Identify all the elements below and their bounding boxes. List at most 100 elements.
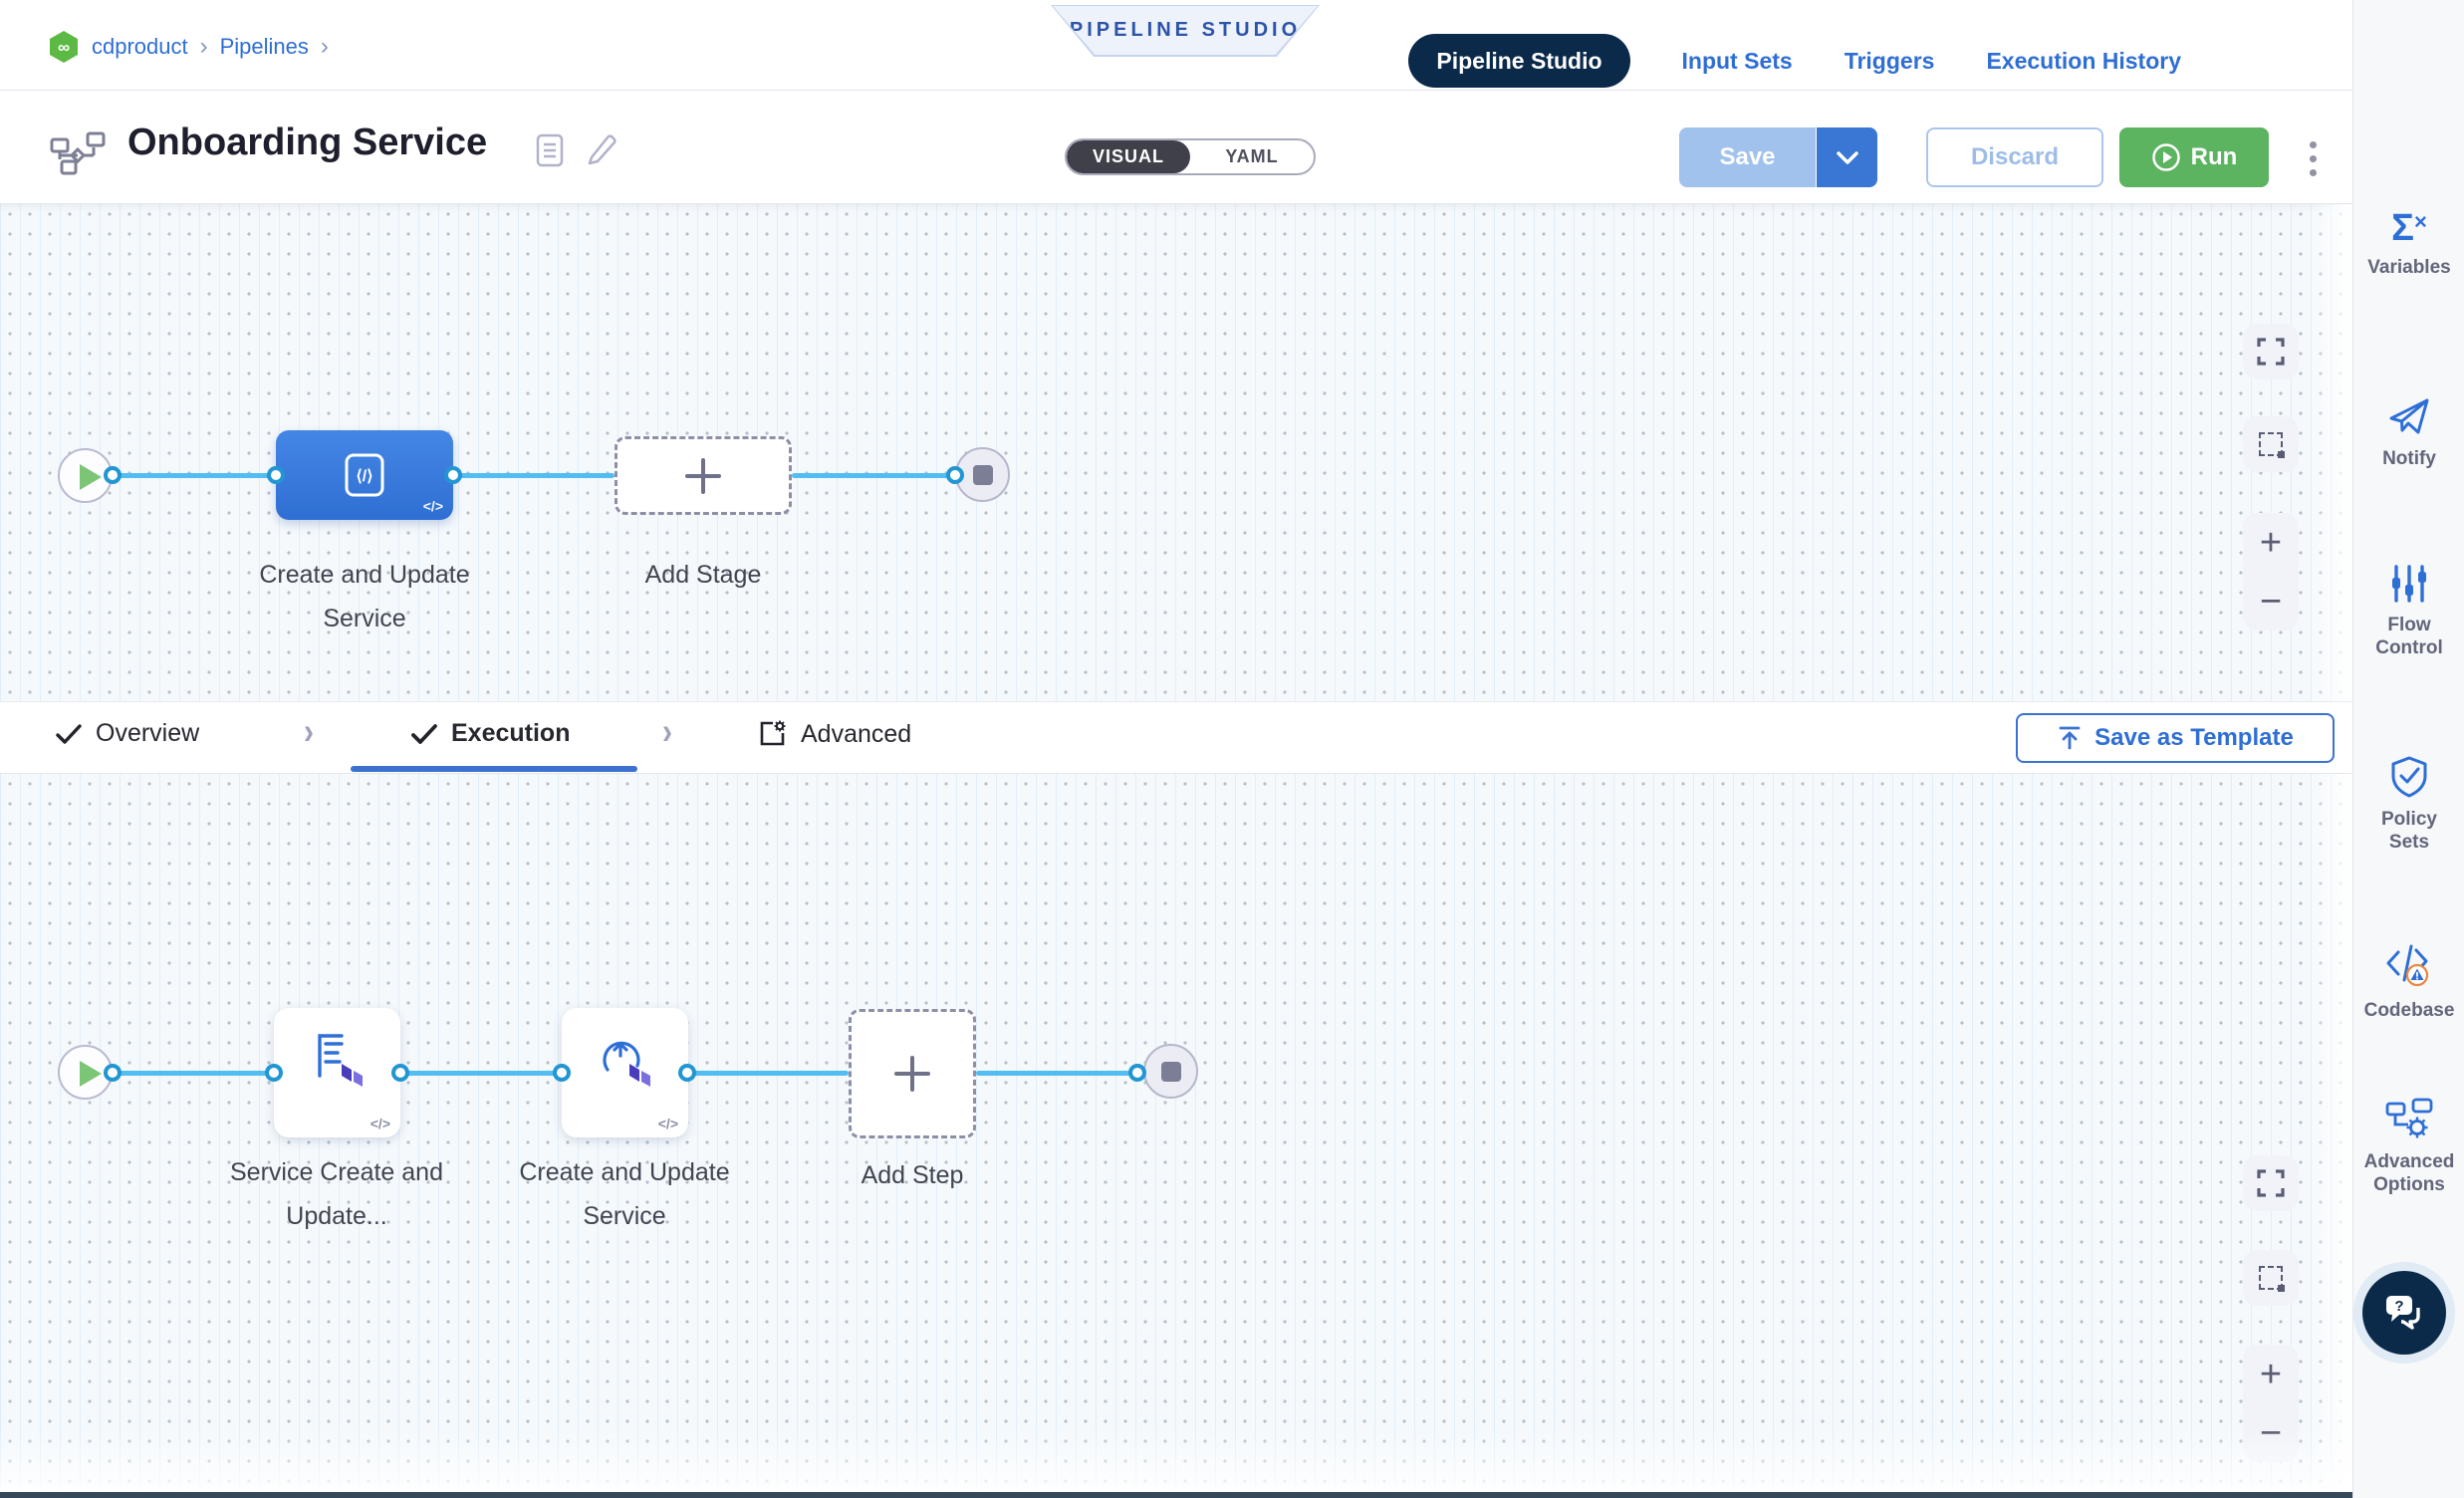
right-toolbar: Σ× Variables Notify Flow Control Policy … [2352,0,2464,1498]
save-button[interactable]: Save [1679,127,1816,187]
chevron-down-icon [1836,150,1858,164]
advanced-options-icon [2385,1098,2433,1138]
check-icon [411,723,437,744]
add-stage-label: Add Stage [644,561,762,589]
toggle-yaml[interactable]: YAML [1225,146,1279,166]
sidebar-item-label: Advanced Options [2363,1151,2455,1195]
sidebar-item-codebase[interactable]: Codebase [2353,944,2464,1022]
canvas-select-button[interactable] [2243,1250,2299,1306]
canvas-zoom-panel: + − [2243,513,2299,630]
start-play-icon [80,1061,102,1087]
canvas-bottom-fade [0,1428,2352,1498]
sidebar-item-flow-control[interactable]: Flow Control [2353,563,2464,659]
pipeline-start-node [58,448,113,503]
chevron-right-icon: › [304,710,314,752]
step-code-badge: </> [657,1116,678,1131]
active-tab-underline [351,766,637,772]
marquee-select-icon [2259,432,2285,458]
tab-execution-label: Execution [451,719,571,747]
edit-pencil-icon[interactable] [586,131,617,167]
pipeline-end-node [955,447,1010,502]
add-step-button[interactable] [849,1009,976,1138]
tab-execution[interactable]: Execution [411,719,570,748]
zoom-in-button[interactable]: + [2259,521,2283,564]
tab-triggers[interactable]: Triggers [1844,47,1935,74]
start-play-icon [80,464,102,490]
connector-port [1128,1064,1146,1082]
tab-overview[interactable]: Overview [56,719,199,748]
tab-advanced[interactable]: Advanced [757,719,911,749]
more-options-menu[interactable] [2295,133,2331,183]
stage-code-badge: </> [422,498,443,514]
connector-port [391,1064,409,1082]
help-chat-button[interactable]: ? [2362,1271,2446,1355]
breadcrumb-project-link[interactable]: cdproduct [92,34,188,59]
top-navigation-bar: ∞ cdproduct › Pipelines › PIPELINE STUDI… [0,0,2352,91]
stage-label: Create and Update Service [259,561,470,632]
canvas-select-button[interactable] [2243,416,2299,472]
execution-graph-canvas[interactable]: </> </> Service Create and Update... [0,774,2352,1498]
step-card-create-update-service[interactable]: </> [562,1008,688,1137]
sidebar-item-label: Codebase [2363,1000,2455,1021]
page-title: Onboarding Service [127,122,488,163]
plus-icon [894,1056,930,1092]
pipeline-graph-icon [50,131,106,175]
step-card-service-create-update[interactable]: </> [274,1008,400,1137]
connector-port [678,1064,696,1082]
connector-port [267,466,285,484]
pipeline-studio-badge-label: PIPELINE STUDIO [1053,6,1318,55]
help-chat-icon: ? [2386,1296,2420,1330]
custom-stage-icon: ⟨/⟩ [345,453,384,497]
breadcrumb-separator: › [320,33,329,60]
connector-line [976,1071,1137,1076]
chevron-right-icon: › [662,710,672,752]
advanced-config-icon [760,720,786,746]
top-nav-tabs: Pipeline Studio Input Sets Triggers Exec… [1408,34,2181,88]
sidebar-item-policy-sets[interactable]: Policy Sets [2353,755,2464,854]
step-label: Service Create and Update... [229,1158,443,1230]
stop-square-icon [972,464,993,485]
zoom-in-button[interactable]: + [2259,1353,2283,1395]
discard-button[interactable]: Discard [1926,127,2103,187]
connector-port [553,1064,571,1082]
add-stage-button[interactable] [615,436,792,515]
canvas-fullscreen-button[interactable] [2243,1155,2299,1211]
connector-port [444,466,462,484]
connector-port [104,1064,122,1082]
tab-advanced-label: Advanced [801,719,912,748]
sliders-icon [2392,565,2426,603]
breadcrumb-separator: › [199,33,208,60]
canvas-fullscreen-button[interactable] [2243,324,2299,379]
fullscreen-icon [2257,1169,2285,1197]
sidebar-item-label: Policy Sets [2381,809,2437,853]
add-step-label: Add Step [861,1161,964,1189]
sidebar-item-variables[interactable]: Σ× Variables [2353,209,2464,279]
check-icon [56,723,82,744]
tab-input-sets[interactable]: Input Sets [1681,47,1793,74]
stage-config-tabbar [0,701,2352,774]
sidebar-item-advanced-options[interactable]: Advanced Options [2353,1098,2464,1196]
toggle-visual[interactable]: VISUAL [1067,140,1190,173]
run-button[interactable]: Run [2119,127,2269,187]
zoom-out-button[interactable]: − [2259,580,2283,623]
save-as-template-button[interactable]: Save as Template [2016,713,2335,763]
tab-execution-history[interactable]: Execution History [1986,47,2181,74]
service-step-icon [317,1034,363,1087]
svg-text:⟨/⟩: ⟨/⟩ [357,468,373,485]
stop-square-icon [1160,1061,1181,1082]
execution-start-node [58,1045,113,1100]
canvas-edge-fade [2308,204,2352,701]
save-dropdown-button[interactable] [1817,127,1877,187]
connector-line [400,1071,562,1076]
breadcrumb-pipelines-link[interactable]: Pipelines [219,34,309,59]
sidebar-item-label: Notify [2382,448,2436,469]
run-button-label: Run [2190,143,2238,170]
description-doc-icon[interactable] [536,133,564,167]
tab-pipeline-studio[interactable]: Pipeline Studio [1408,34,1630,88]
stage-graph-canvas[interactable]: ⟨/⟩ </> Create and Update Service Add St… [0,204,2352,701]
sidebar-item-notify[interactable]: Notify [2353,396,2464,470]
codebase-warning-icon [2386,944,2429,987]
connector-port [104,466,122,484]
stage-card-create-update-service[interactable]: ⟨/⟩ </> [276,430,453,520]
